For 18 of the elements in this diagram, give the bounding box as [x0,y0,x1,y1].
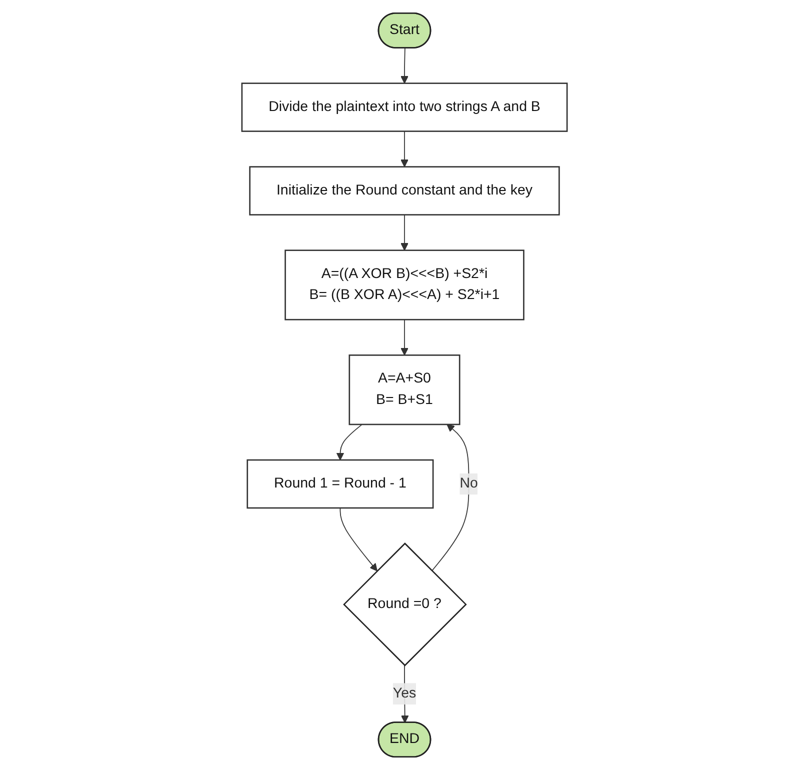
process-box: Round 1 = Round - 1 [246,459,434,509]
edge-label: No [460,473,478,495]
process-box: Initialize the Round constant and the key [249,166,560,216]
arrow [340,508,378,572]
process-box: A=((A XOR B)<<<B) +S2*i B= ((B XOR A)<<<A) + S2*i+1 [284,250,524,320]
process-box: Divide the plaintext into two strings A and B [241,82,568,132]
arrow [431,424,470,572]
arrow [400,48,408,84]
process-box: A=A+S0 B= B+S1 [348,354,460,426]
terminal-node: Start [378,12,432,48]
arrow [400,319,408,356]
edge-label: Yes [392,683,416,704]
arrow [336,424,362,460]
terminal-node: END [378,722,432,758]
arrow [400,214,408,251]
arrow [400,130,408,168]
decision-diamond: Round =0 ? [343,542,467,666]
arrow [400,664,409,724]
